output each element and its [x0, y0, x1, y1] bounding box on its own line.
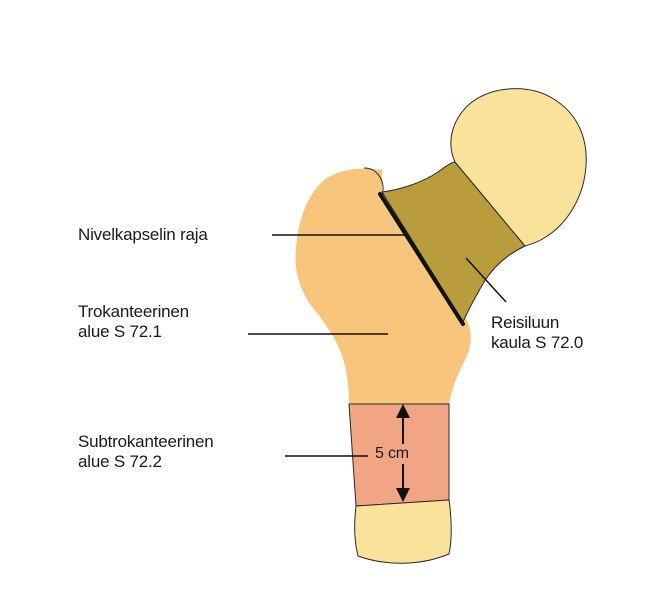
femoral-neck-label: Reisiluun kaula S 72.0 — [491, 313, 583, 353]
trochanteric-line1: Trokanteerinen — [78, 302, 189, 322]
femoral-neck-line2: kaula S 72.0 — [491, 333, 583, 353]
measurement-label: 5 cm — [373, 444, 411, 464]
femoral-shaft-end-shape — [355, 500, 452, 563]
capsule-boundary-text: Nivelkapselin raja — [78, 225, 208, 245]
measurement-text: 5 cm — [375, 444, 409, 464]
subtrochanteric-region-label: Subtrokanteerinen alue S 72.2 — [78, 432, 214, 472]
trochanteric-line2: alue S 72.1 — [78, 322, 189, 342]
capsule-boundary-label: Nivelkapselin raja — [78, 225, 208, 245]
trochanteric-region-label: Trokanteerinen alue S 72.1 — [78, 302, 189, 342]
subtrochanteric-line1: Subtrokanteerinen — [78, 432, 214, 452]
femoral-neck-line1: Reisiluun — [491, 313, 583, 333]
subtrochanteric-line2: alue S 72.2 — [78, 452, 214, 472]
